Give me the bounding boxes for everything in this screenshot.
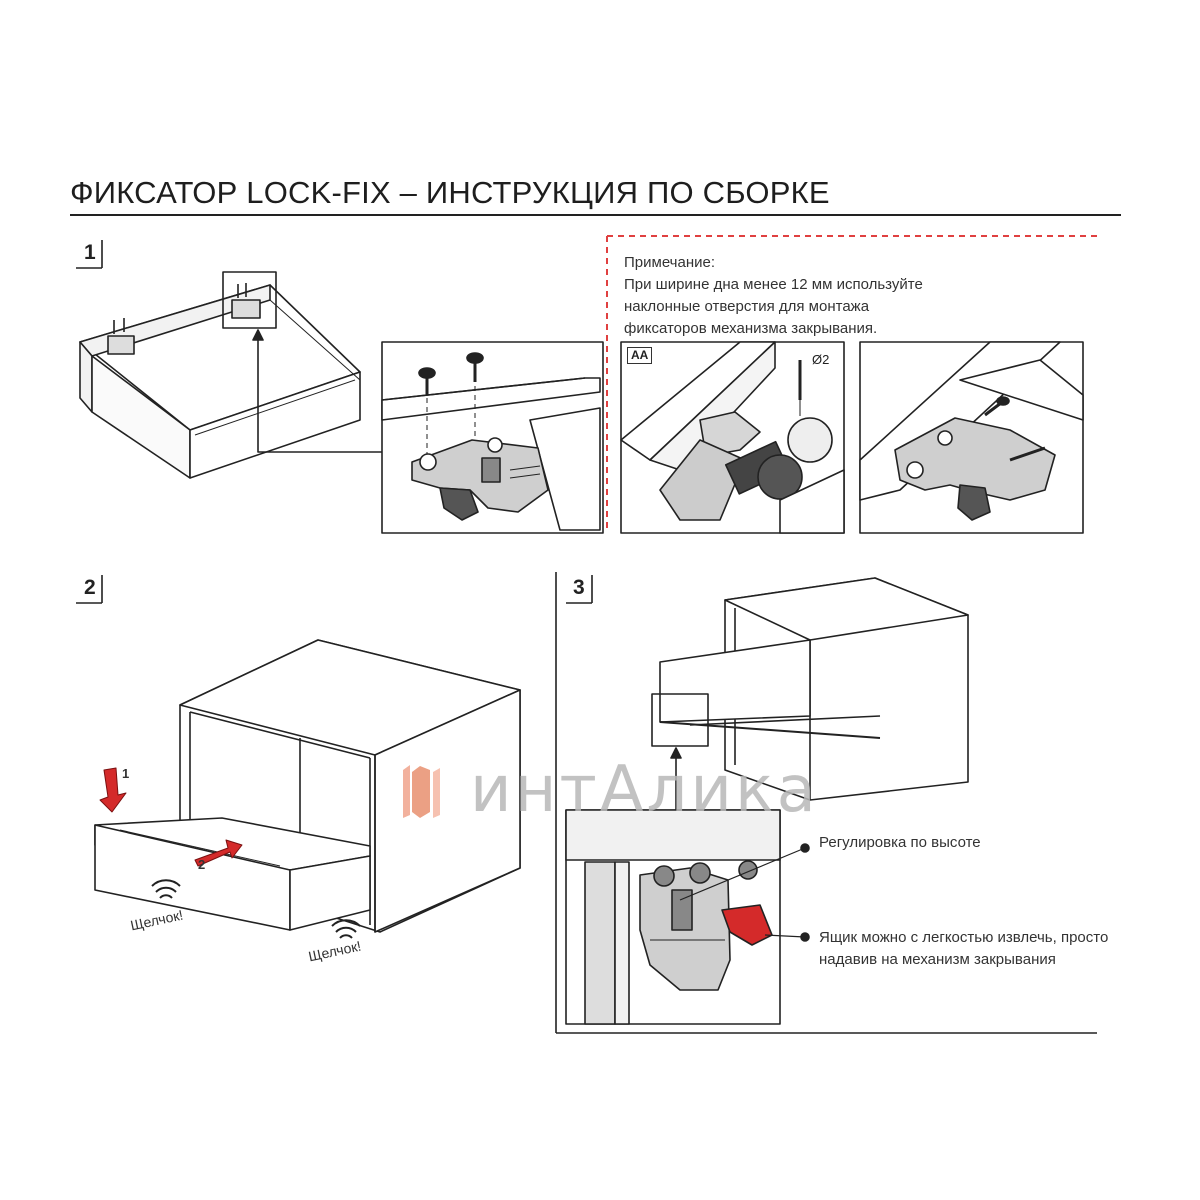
release-callout: Ящик можно с легкостью извлечь, просто н… [819, 927, 1108, 971]
drawer-box-illustration [79, 271, 382, 479]
release-callout-line-1: Ящик можно с легкостью извлечь, просто [819, 929, 1109, 946]
note-line-2: наклонные отверстия для монтажа [624, 298, 870, 315]
arrow-2-label: 2 [198, 857, 206, 872]
note-separator [606, 235, 1100, 533]
open-cabinet-illustration [565, 577, 969, 1025]
release-callout-line-2: надавив на механизм закрывания [819, 951, 1056, 968]
screw-icon-1 [418, 367, 436, 395]
screw-icon-2 [466, 352, 484, 382]
note-line-1: При ширине дна менее 12 мм используйте [624, 276, 923, 293]
cabinet-insert-illustration [94, 639, 521, 939]
title-divider [70, 214, 1121, 216]
step-2-bracket [76, 575, 103, 604]
sound-waves-icon-2 [331, 919, 361, 939]
step-3-number: 3 [573, 576, 585, 599]
watermark-text: интАлика [470, 753, 819, 827]
detail-angled-panel [859, 341, 1084, 534]
step-2-number: 2 [84, 576, 96, 599]
step-1-number: 1 [84, 241, 96, 264]
step-3-bracket [566, 575, 593, 604]
note-heading: Примечание: [624, 254, 715, 271]
arrow-push-icon [194, 839, 243, 867]
note-line-3: фиксаторов механизма закрывания. [624, 320, 878, 337]
drill-diameter-label: Ø2 [812, 352, 829, 367]
page-title: ФИКСАТОР LOCK-FIX – ИНСТРУКЦИЯ ПО СБОРКЕ [70, 175, 830, 210]
detail-install-panel [381, 341, 604, 534]
step-3-frame [555, 572, 1097, 1034]
lock-fix-mechanism [411, 437, 549, 521]
detail-aa-panel [620, 341, 845, 534]
lock-fix-mechanism-closeup [639, 860, 773, 991]
sound-waves-icon-1 [151, 879, 181, 899]
arrow-1-label: 1 [122, 766, 130, 781]
arrow-down-icon [99, 767, 127, 813]
angled-screw-icon [984, 396, 1010, 417]
note-block: Примечание: При ширине дна менее 12 мм и… [624, 252, 923, 340]
inthalika-logo [403, 765, 440, 818]
height-adjust-callout: Регулировка по высоте [819, 834, 981, 851]
step-1-bracket [76, 240, 103, 269]
detail-aa-label: AA [627, 347, 653, 364]
